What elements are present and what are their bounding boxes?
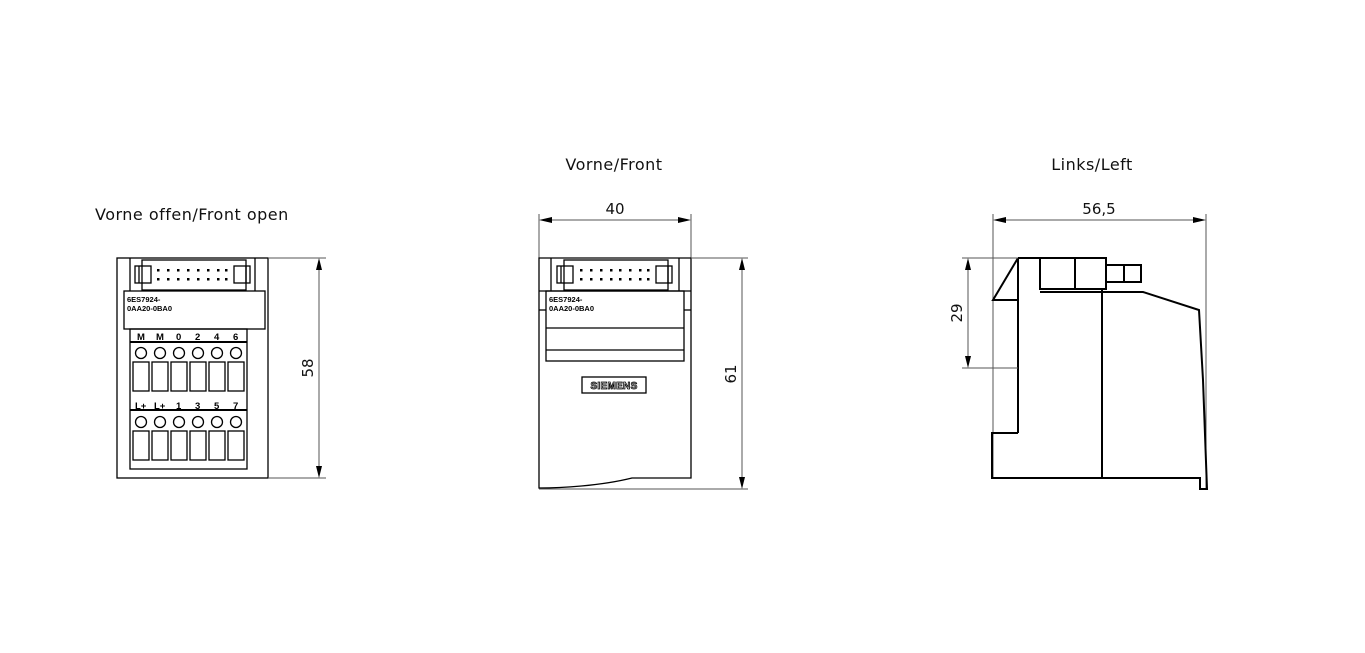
ribbon-connector: [134, 259, 251, 291]
dimension-label: 40: [605, 200, 624, 218]
view-title-front-open: Vorne offen/Front open: [95, 205, 289, 224]
terminal-label: 1: [176, 401, 182, 412]
terminal-label: 2: [195, 332, 200, 343]
view-title-front: Vorne/Front: [565, 155, 662, 174]
dimension-label: 61: [722, 364, 740, 383]
view-front-open: Vorne offen/Front open 6ES7924- 0AA20-0B…: [95, 205, 326, 479]
terminal-label: L+: [135, 401, 147, 412]
dimension-width-56-5: 56,5: [992, 200, 1207, 490]
part-number-line2: 0AA20-0BA0: [549, 304, 594, 313]
terminal-label: 4: [214, 332, 220, 343]
part-number-line1: 6ES7924-: [127, 295, 161, 304]
front-cover: [545, 290, 685, 362]
terminal-slots-top: [132, 361, 245, 392]
side-profile: [991, 257, 1209, 490]
terminal-label: M: [137, 332, 145, 343]
terminal-label: 3: [195, 401, 200, 412]
dimension-height-29: 29: [948, 257, 1018, 369]
ribbon-connector: [556, 259, 673, 291]
terminal-labels-top: M M 0 2 4 6: [137, 332, 238, 343]
brand-logo: SIEMENS: [590, 381, 637, 392]
terminal-label: 5: [214, 401, 220, 412]
dimension-label: 29: [948, 303, 966, 322]
view-left: Links/Left 56,5: [948, 155, 1209, 490]
terminal-block: [129, 328, 248, 470]
part-number-line2: 0AA20-0BA0: [127, 304, 172, 313]
terminal-label: 7: [233, 401, 238, 412]
terminal-slots-bottom: [132, 430, 245, 461]
terminal-label: 6: [233, 332, 238, 343]
dimension-height-58: 58: [268, 257, 326, 479]
dimension-label: 56,5: [1082, 200, 1115, 218]
dimension-height-61: 61: [539, 257, 748, 490]
terminal-screws-top: [134, 346, 243, 360]
view-title-left: Links/Left: [1051, 155, 1133, 174]
module-body: [538, 257, 692, 489]
brand-plate: [581, 376, 647, 394]
terminal-label: L+: [154, 401, 166, 412]
dimension-width-40: 40: [538, 200, 692, 258]
module-body: [116, 257, 269, 479]
dimension-label: 58: [299, 358, 317, 377]
terminal-label: M: [156, 332, 164, 343]
view-front: Vorne/Front 40: [538, 155, 748, 490]
terminal-labels-bottom: L+ L+ 1 3 5 7: [135, 401, 238, 412]
part-number-line1: 6ES7924-: [549, 295, 583, 304]
terminal-label: 0: [176, 332, 181, 343]
terminal-screws-bottom: [134, 415, 243, 429]
